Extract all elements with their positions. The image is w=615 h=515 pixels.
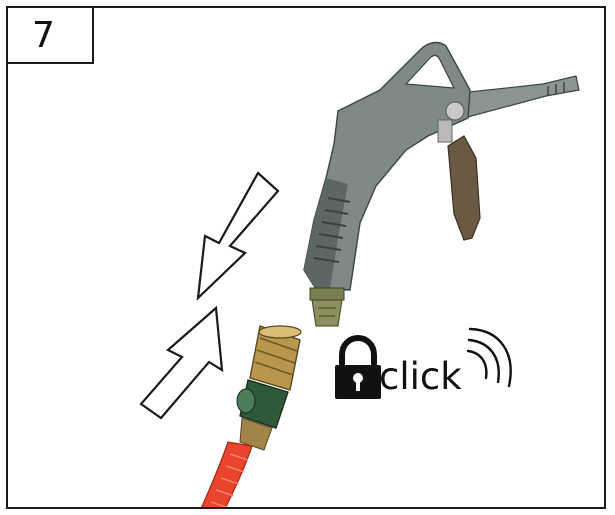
quick-coupler	[236, 325, 302, 451]
opposing-arrows-icon	[139, 171, 280, 420]
instruction-panel: 7	[6, 6, 606, 509]
sound-waves-icon	[466, 327, 512, 388]
air-blow-gun	[303, 41, 580, 327]
click-label: click	[379, 355, 462, 398]
air-hose	[201, 441, 253, 507]
arrow-up-right	[139, 305, 224, 420]
step-number: 7	[32, 14, 55, 56]
illustration	[139, 41, 580, 507]
step-number-box: 7	[8, 8, 94, 64]
padlock-icon	[335, 334, 381, 399]
arrow-down-left	[196, 171, 280, 301]
